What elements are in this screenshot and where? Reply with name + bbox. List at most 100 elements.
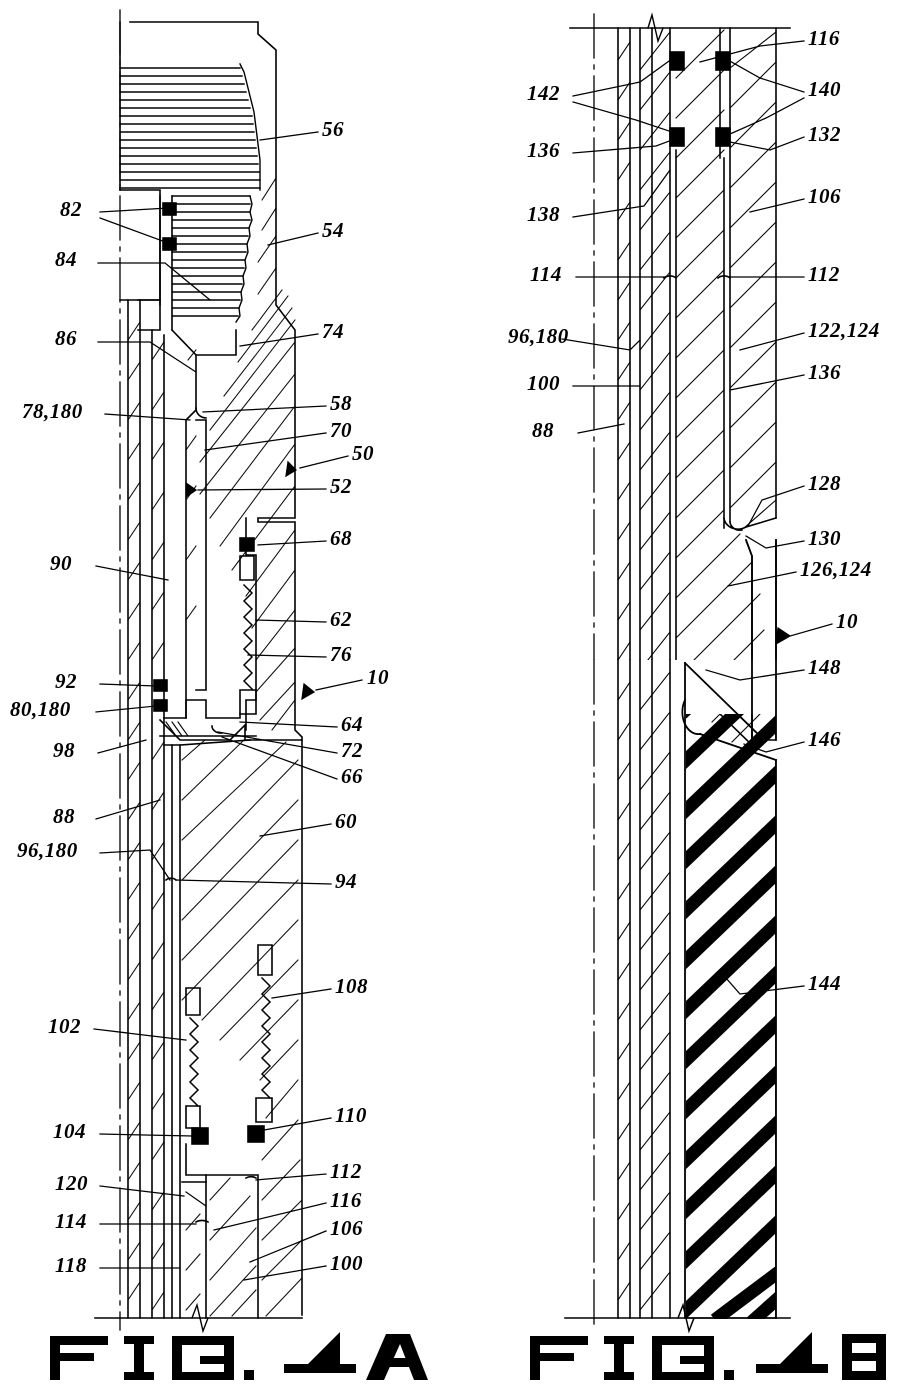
reference-numeral: 120: [55, 1171, 88, 1195]
reference-numeral: 106: [330, 1216, 363, 1240]
leader-lines-4a: [93, 131, 363, 1281]
port-112: [244, 1175, 258, 1180]
heavy-hatch-left-mask: [560, 660, 686, 1340]
figure-4b-caption: FIG. 4B: [530, 1332, 886, 1380]
hatching-4b-thin-lower-redraw: [617, 671, 671, 1311]
break-zigzag-4b-bottom-redraw: [677, 1302, 695, 1334]
reference-numeral: 68: [330, 526, 352, 550]
thread-108: [260, 976, 272, 1100]
sleeve-end-130: [745, 517, 777, 528]
groove-108-bot: [255, 1097, 273, 1123]
reference-numeral: 102: [48, 1014, 81, 1038]
port-114: [194, 1219, 210, 1224]
reference-numeral: 104: [53, 1119, 86, 1143]
reference-numeral: 110: [335, 1103, 367, 1127]
groove-102-top: [185, 987, 201, 1016]
port-114-4b: [662, 275, 678, 280]
heavy-hatch-top-mask: [686, 660, 778, 714]
sleeve-end-inner-128: [729, 521, 743, 531]
figure-4a-geometry: [93, 9, 363, 1334]
body-60-top: [179, 739, 251, 746]
reference-numeral: 118: [55, 1253, 87, 1277]
reference-numeral: 80,180: [10, 697, 71, 721]
reference-numeral: 74: [322, 319, 344, 343]
reference-numeral: 72: [341, 738, 363, 762]
reference-numeral: 98: [53, 738, 75, 762]
reference-numeral: 54: [322, 218, 344, 242]
inner-annulus-70: [195, 419, 207, 691]
reference-numeral: 100: [527, 371, 560, 395]
groove-68b: [239, 555, 255, 581]
reference-numeral: 70: [330, 418, 352, 442]
seal-140-lower-outer: [715, 127, 731, 147]
seal-92-lower: [153, 699, 168, 712]
seal-82-upper: [162, 202, 177, 216]
reference-numeral: 146: [808, 727, 841, 751]
reference-numeral: 136: [808, 360, 841, 384]
lock-ring-top: [163, 699, 241, 719]
inner-tube-walls-4a: [127, 299, 165, 1319]
reference-numeral: 10: [367, 665, 389, 689]
reference-numeral: 94: [335, 869, 357, 893]
break-zigzag-4b-top: [647, 12, 664, 44]
figure-4b-geometry: [560, 12, 912, 1349]
reference-numeral: 112: [330, 1159, 362, 1183]
box-threads-56: [119, 63, 261, 191]
reference-numeral: 88: [532, 418, 554, 442]
seal-140-upper-inner: [669, 51, 685, 71]
seal-104: [191, 1127, 209, 1145]
reference-numeral: 116: [808, 26, 840, 50]
thread-102: [188, 1016, 200, 1108]
reference-numeral: 142: [527, 81, 560, 105]
reference-numeral: 114: [55, 1209, 87, 1233]
groove-76b: [239, 689, 257, 715]
reference-numeral: 144: [808, 971, 841, 995]
reference-numeral: 96,180: [508, 324, 569, 348]
thread-76: [242, 583, 254, 691]
reference-numeral: 148: [808, 655, 841, 679]
sleeve-end-128: [723, 517, 748, 530]
leader-lines-4b: [561, 40, 833, 995]
reference-numeral: 52: [330, 474, 352, 498]
reference-numeral: 56: [322, 117, 344, 141]
tube-walls-4b-redraw: [617, 659, 671, 1319]
reference-numeral: 64: [341, 712, 363, 736]
reference-numeral: 112: [808, 262, 840, 286]
reference-numeral: 132: [808, 122, 841, 146]
reference-numeral: 58: [330, 391, 352, 415]
reference-numeral: 100: [330, 1251, 363, 1275]
reference-numeral: 96,180: [17, 838, 78, 862]
reference-numeral: 126,124: [800, 557, 872, 581]
reference-numeral: 10: [836, 609, 858, 633]
port-58: [195, 407, 207, 419]
reference-numeral: 82: [60, 197, 82, 221]
lock-ring-hatch: [165, 721, 189, 737]
reference-numeral: 130: [808, 526, 841, 550]
pin-threads-54: [171, 195, 253, 323]
reference-numeral: 78,180: [22, 399, 83, 423]
break-zigzag-4a: [191, 1302, 209, 1334]
groove-108-top: [257, 944, 273, 976]
sleeve-116: [205, 1174, 259, 1319]
seal-82-lower: [162, 237, 177, 251]
detail-146-arc-redraw: [681, 698, 702, 735]
body-144-top-redraw: [698, 732, 778, 762]
reference-numeral: 128: [808, 471, 841, 495]
sub-shoulder-86: [137, 299, 161, 331]
reference-numeral: 66: [341, 764, 363, 788]
reference-numeral: 90: [50, 551, 72, 575]
reference-numeral: 106: [808, 184, 841, 208]
reference-numeral: 50: [352, 441, 374, 465]
reference-numeral: 84: [55, 247, 77, 271]
figure-4a-caption: FIG. 4A: [50, 1332, 428, 1380]
seal-110: [247, 1125, 265, 1143]
reference-numeral: 86: [55, 326, 77, 350]
sleeve-120: [185, 1143, 207, 1319]
reference-numeral: 116: [330, 1188, 362, 1212]
reference-numeral: 88: [53, 804, 75, 828]
reference-numeral: 108: [335, 974, 368, 998]
reference-numeral: 114: [530, 262, 562, 286]
